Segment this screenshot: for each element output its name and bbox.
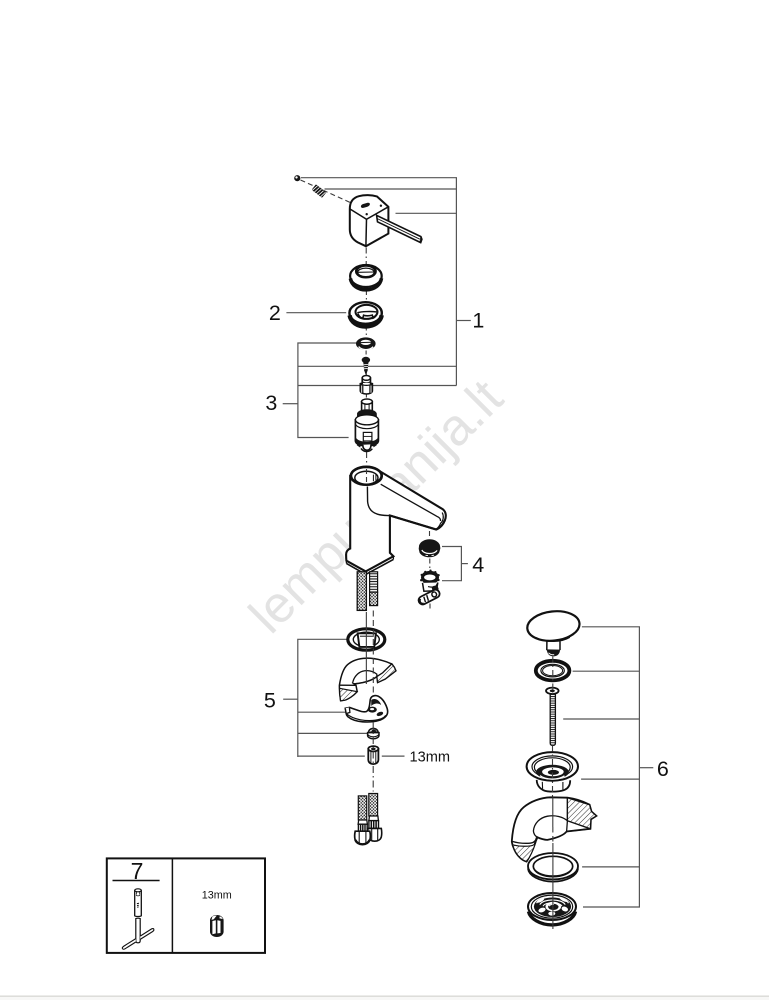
svg-text:4: 4 xyxy=(472,553,484,577)
svg-text:5: 5 xyxy=(264,688,276,712)
svg-text:2: 2 xyxy=(269,301,281,325)
svg-text:7: 7 xyxy=(131,858,144,884)
svg-text:1: 1 xyxy=(472,309,484,333)
svg-text:6: 6 xyxy=(657,757,669,781)
svg-text:13mm: 13mm xyxy=(410,750,451,766)
svg-text:13mm: 13mm xyxy=(202,890,232,902)
svg-text:3: 3 xyxy=(265,391,277,415)
